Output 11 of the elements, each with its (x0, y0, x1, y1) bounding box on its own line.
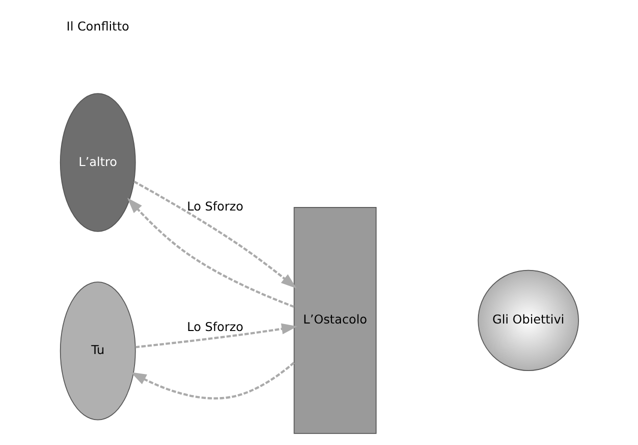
arrow (135, 323, 298, 348)
node-ellipse: Tu (60, 282, 136, 420)
arrow (127, 198, 294, 308)
edge-label: Lo Sforzo (187, 320, 244, 334)
node-ellipse: L’altro (60, 93, 136, 232)
label: Il Conflitto (66, 20, 130, 34)
node-box: L’Ostacolo (294, 207, 377, 434)
node-circle: Gli Obiettivi (478, 270, 579, 371)
edge-label: Lo Sforzo (187, 200, 244, 214)
arrow (134, 180, 297, 288)
arrow (130, 362, 295, 400)
